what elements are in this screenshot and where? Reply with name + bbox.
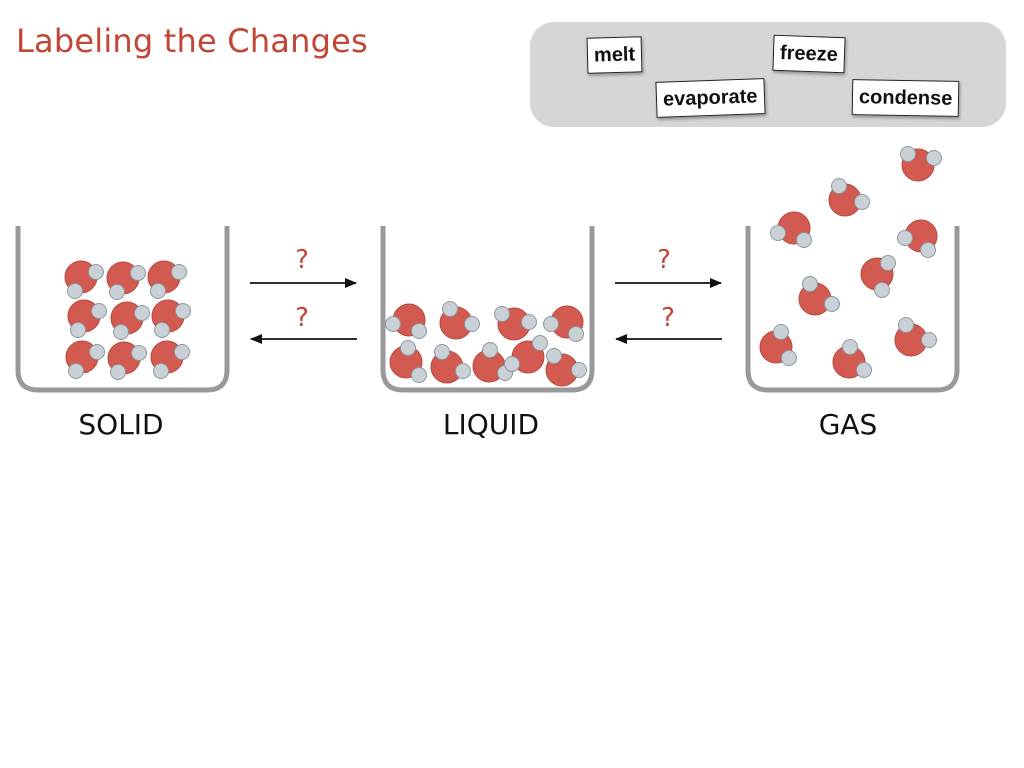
- state-label-liquid: LIQUID: [442, 408, 540, 441]
- water-molecule: [545, 348, 587, 387]
- question-mark-freeze: ?: [295, 303, 309, 333]
- water-molecule: [430, 344, 471, 384]
- question-mark-condense: ?: [661, 303, 675, 333]
- water-molecule: [110, 301, 150, 340]
- water-molecule: [543, 305, 584, 342]
- solid-molecules: [64, 260, 191, 380]
- water-molecule: [150, 340, 190, 379]
- water-molecule: [147, 260, 187, 299]
- water-molecule: [770, 211, 812, 248]
- state-label-gas: GAS: [818, 408, 878, 441]
- water-molecule: [504, 335, 548, 374]
- beaker-solid: [15, 226, 230, 393]
- water-molecule: [798, 276, 840, 316]
- water-molecule: [107, 341, 147, 380]
- question-mark-evaporate: ?: [657, 245, 671, 275]
- beaker-liquid: [380, 226, 595, 393]
- water-molecule: [828, 178, 870, 217]
- water-molecule: [389, 340, 427, 383]
- beaker-gas: [745, 226, 960, 393]
- water-molecule: [385, 303, 427, 339]
- water-molecule: [860, 255, 896, 298]
- slide-title: Labeling the Changes: [16, 22, 368, 60]
- water-molecule: [832, 339, 872, 379]
- water-molecule: [472, 342, 513, 383]
- water-molecule: [65, 340, 105, 379]
- liquid-molecules: [385, 301, 587, 387]
- water-molecule: [894, 317, 937, 357]
- question-mark-melt: ?: [295, 245, 309, 275]
- water-molecule: [494, 306, 537, 341]
- water-molecule: [897, 219, 938, 258]
- gas-molecules: [759, 146, 942, 379]
- water-molecule: [106, 261, 146, 300]
- water-molecule: [151, 299, 191, 338]
- water-molecule: [439, 301, 480, 340]
- state-label-solid: SOLID: [78, 408, 164, 441]
- water-molecule: [67, 299, 107, 338]
- water-molecule: [759, 324, 797, 366]
- water-molecule: [64, 260, 104, 299]
- water-molecule: [900, 146, 942, 182]
